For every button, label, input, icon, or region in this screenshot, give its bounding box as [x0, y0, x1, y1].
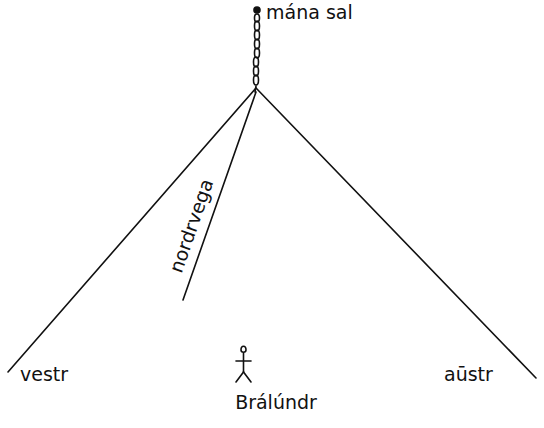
- road-name: nordrvega: [166, 176, 219, 275]
- place-name: Brálúndr: [235, 392, 317, 414]
- chain: [254, 14, 260, 85]
- direction-name: aūstr: [444, 364, 493, 386]
- west-slope: [8, 88, 256, 372]
- place-name: mána sal: [266, 2, 353, 24]
- chain-base: [255, 86, 256, 92]
- stick-figure: [236, 346, 251, 382]
- east-slope: [256, 88, 536, 378]
- moon-dot: [254, 7, 260, 13]
- direction-name: vestr: [20, 364, 68, 386]
